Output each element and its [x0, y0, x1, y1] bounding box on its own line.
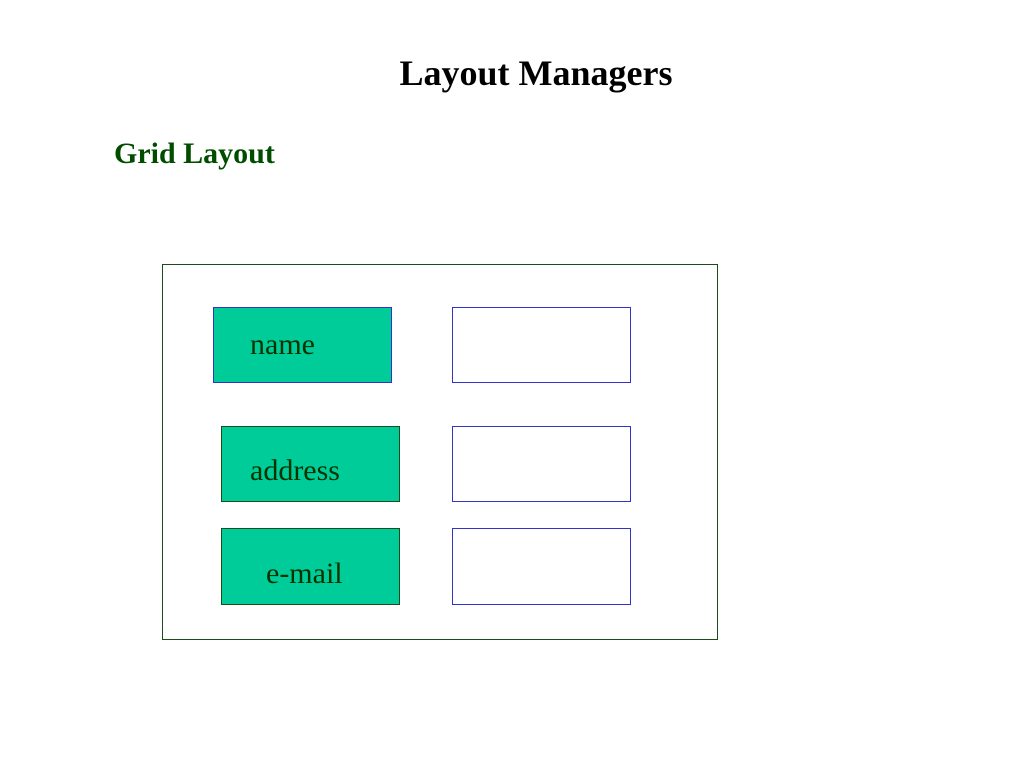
slide-title: Layout Managers [399, 53, 673, 93]
label-address-text: address [250, 454, 340, 487]
email-field[interactable] [452, 528, 631, 605]
label-email: e-mail [221, 528, 400, 605]
label-address: address [221, 426, 400, 502]
label-email-text: e-mail [266, 557, 343, 590]
section-subtitle: Grid Layout [114, 137, 275, 170]
label-name: name [213, 307, 392, 383]
address-field[interactable] [452, 426, 631, 502]
label-name-text: name [250, 328, 315, 361]
name-field[interactable] [452, 307, 631, 383]
